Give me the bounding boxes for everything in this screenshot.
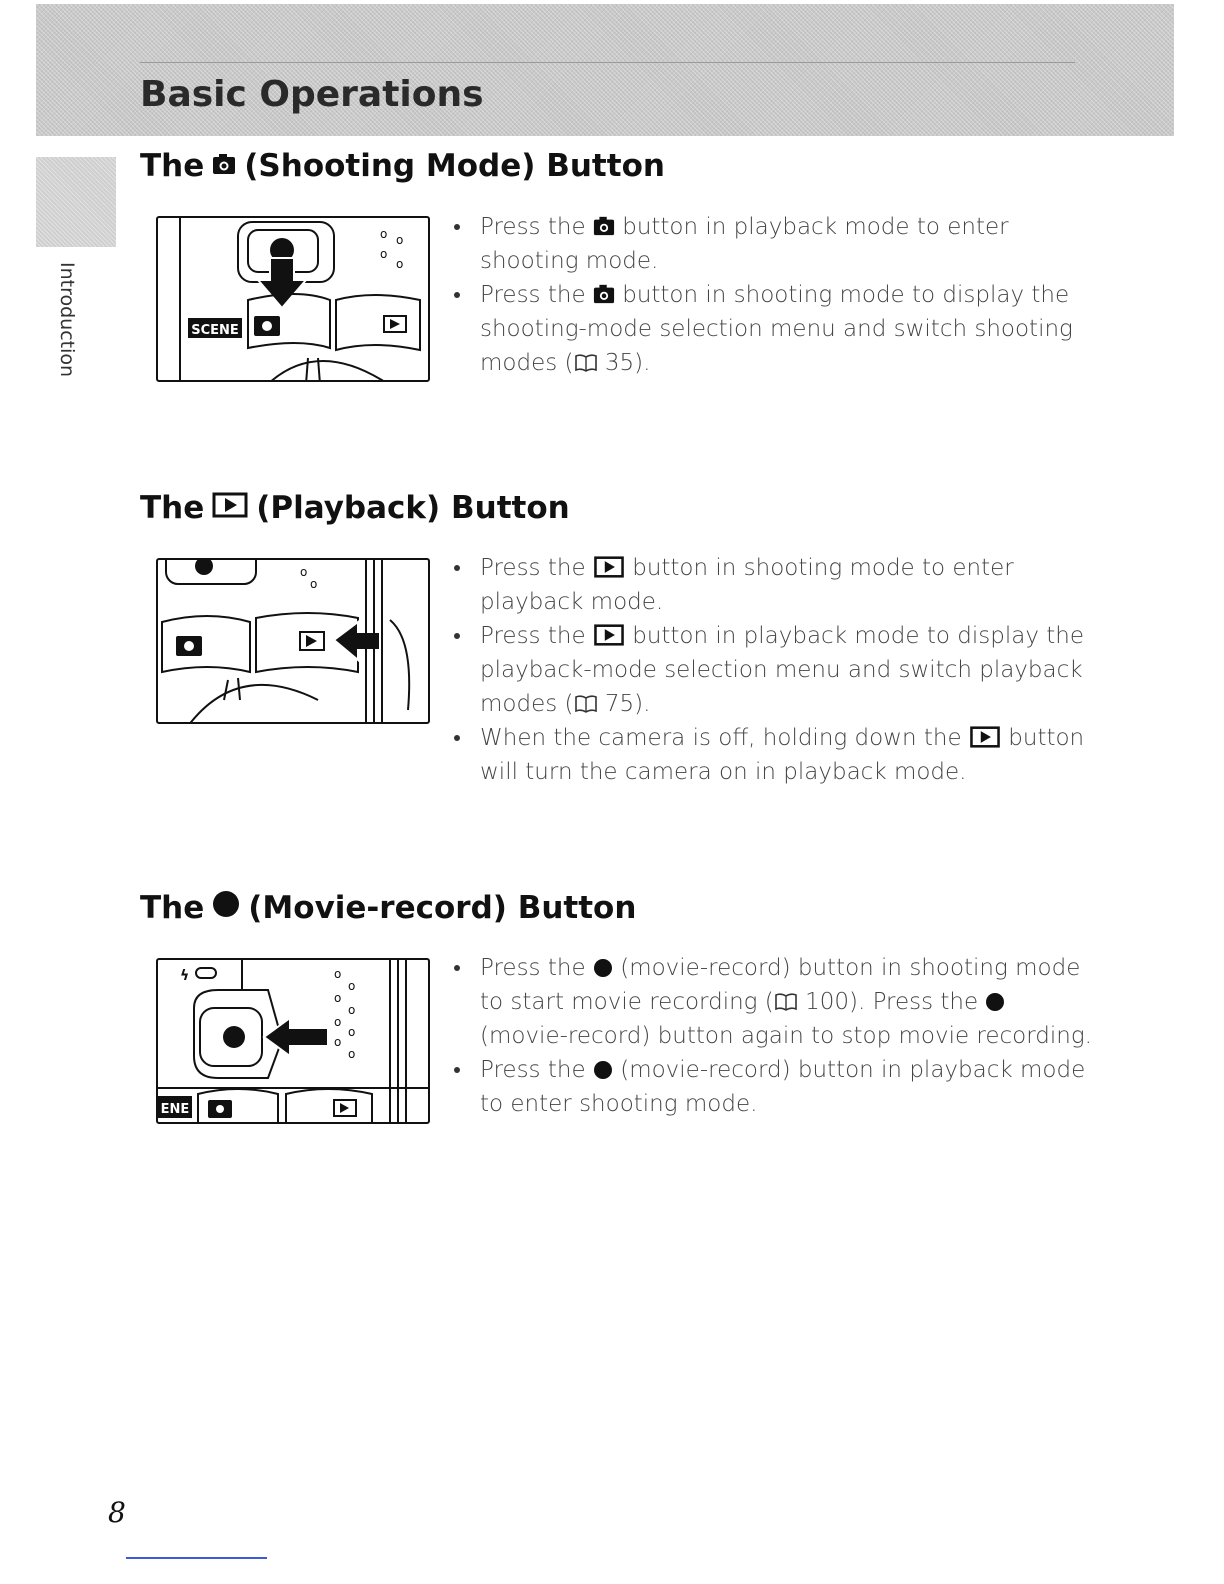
svg-text:o: o: [334, 967, 341, 981]
svg-text:o: o: [348, 1003, 355, 1017]
list-item: Press the (movie-record) button in playb…: [452, 1053, 1092, 1121]
movie-record-button-illustration: ϟ o o o o o o o o ENE: [156, 958, 430, 1124]
svg-text:o: o: [396, 233, 403, 247]
section-title-movie-record: The (Movie-record) Button: [140, 890, 636, 926]
playback-icon: [212, 490, 248, 526]
svg-text:o: o: [334, 1015, 341, 1029]
section-title-playback: The (Playback) Button: [140, 490, 570, 526]
section-title-prefix: The: [140, 490, 205, 526]
list-item: Press the button in playback mode to dis…: [452, 619, 1092, 721]
svg-text:o: o: [380, 227, 387, 241]
svg-text:o: o: [396, 257, 403, 271]
record-dot-icon: [593, 959, 612, 977]
list-item: Press the (movie-record) button in shoot…: [452, 951, 1092, 1053]
movie-record-bullets: Press the (movie-record) button in shoot…: [452, 951, 1092, 1121]
record-dot-icon: [593, 1061, 612, 1079]
scene-partial-label: ENE: [161, 1102, 190, 1117]
section-title-suffix: (Movie-record) Button: [248, 890, 637, 926]
chapter-title: Basic Operations: [140, 74, 484, 115]
camera-icon: [212, 148, 236, 184]
book-icon: [574, 695, 597, 713]
svg-text:o: o: [334, 991, 341, 1005]
svg-text:o: o: [348, 1025, 355, 1039]
section-title-shooting-mode: The (Shooting Mode) Button: [140, 148, 665, 184]
svg-text:o: o: [310, 577, 317, 591]
shooting-button-illustration: o o o o SCENE: [156, 216, 430, 382]
svg-text:o: o: [334, 1035, 341, 1049]
chapter-header-band: [36, 4, 1174, 136]
footer-rule: [126, 1557, 267, 1559]
camera-icon: [593, 216, 614, 236]
playback-bullets: Press the button in shooting mode to ent…: [452, 551, 1092, 789]
svg-text:ϟ: ϟ: [180, 968, 189, 984]
list-item: Press the button in shooting mode to ent…: [452, 551, 1092, 619]
list-item: Press the button in shooting mode to dis…: [452, 278, 1092, 380]
page-number: 8: [108, 1496, 126, 1529]
list-item: When the camera is off, holding down the…: [452, 721, 1092, 789]
side-tab-marker: [36, 157, 116, 247]
record-dot-icon: [212, 890, 240, 926]
header-divider: [140, 62, 1075, 63]
list-item: Press the button in playback mode to ent…: [452, 210, 1092, 278]
playback-icon: [970, 726, 1000, 748]
scene-label: SCENE: [191, 323, 239, 338]
book-icon: [774, 993, 797, 1011]
section-title-prefix: The: [140, 890, 205, 926]
svg-text:o: o: [348, 1047, 355, 1061]
playback-button-illustration: o o: [156, 558, 430, 724]
section-title-prefix: The: [140, 148, 205, 184]
section-title-suffix: (Playback) Button: [256, 490, 570, 526]
section-title-suffix: (Shooting Mode) Button: [244, 148, 665, 184]
shooting-mode-bullets: Press the button in playback mode to ent…: [452, 210, 1092, 380]
playback-icon: [594, 624, 624, 646]
svg-text:o: o: [348, 979, 355, 993]
camera-icon: [593, 284, 614, 304]
side-tab-label: Introduction: [56, 262, 78, 378]
book-icon: [574, 354, 597, 372]
record-dot-icon: [986, 993, 1005, 1011]
svg-text:o: o: [300, 565, 307, 579]
svg-text:o: o: [380, 247, 387, 261]
playback-icon: [594, 556, 624, 578]
